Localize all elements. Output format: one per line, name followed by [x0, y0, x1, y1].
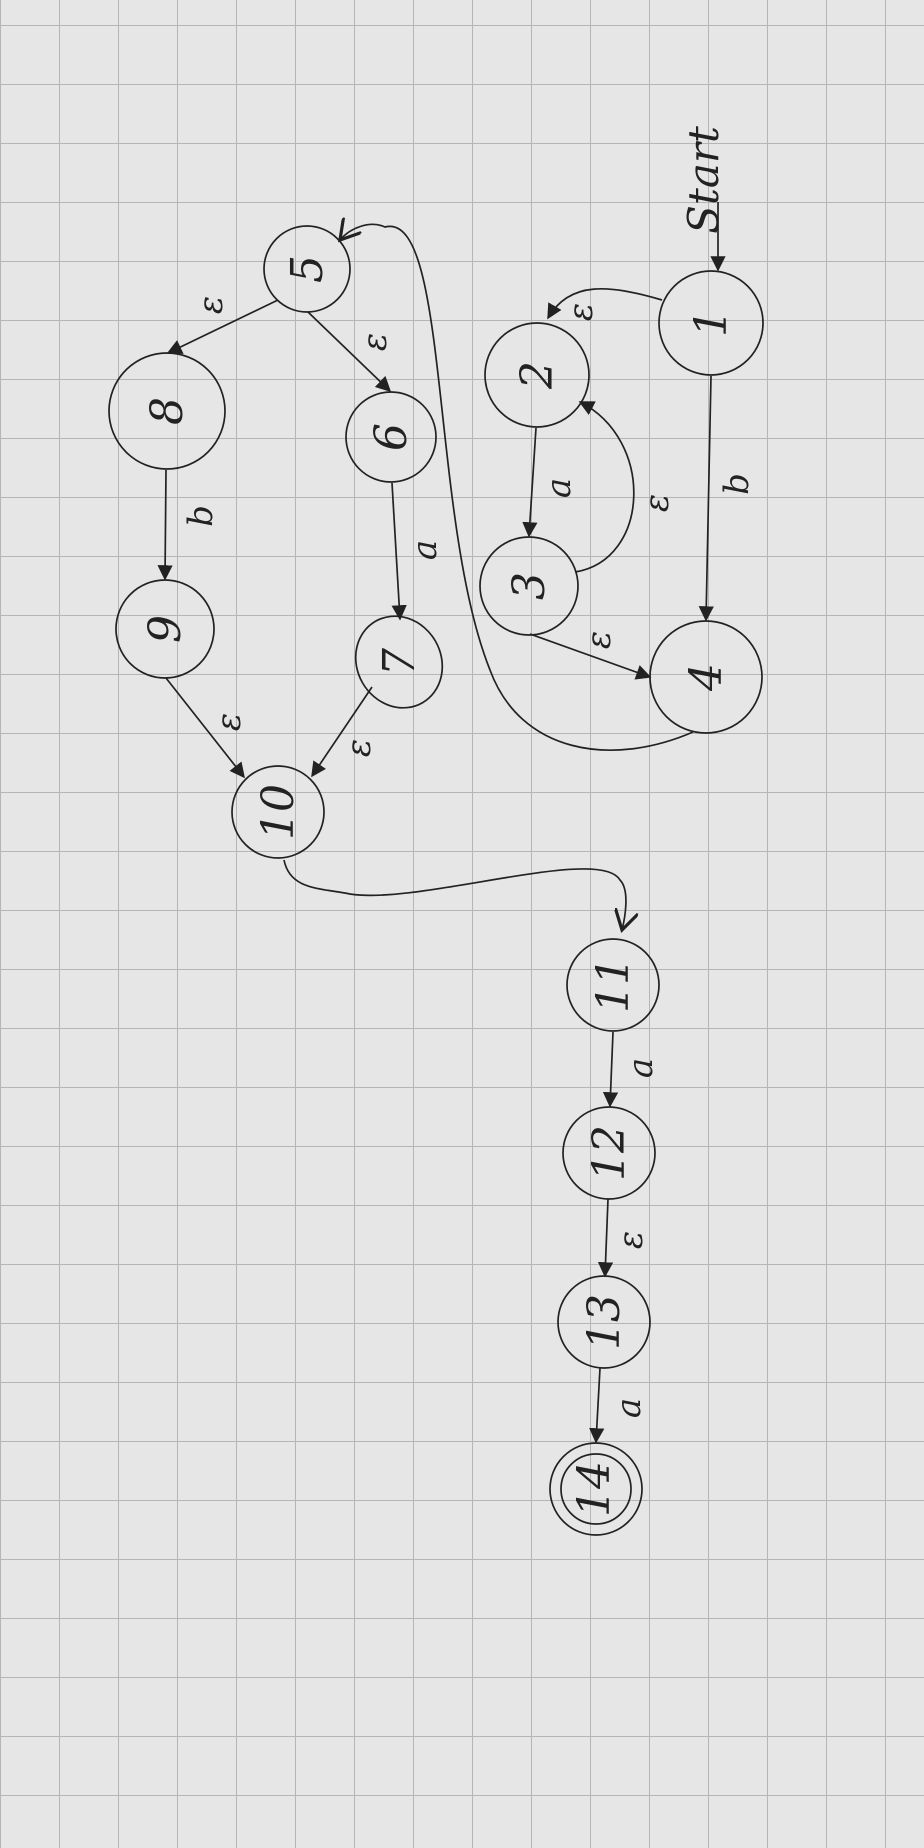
edge-label-2-3: a [539, 478, 579, 498]
state-node-10: 10 [231, 765, 325, 859]
state-node-11: 11 [566, 938, 660, 1032]
edge-1-2 [547, 287, 663, 320]
state-node-14-accepting: 14 [549, 1442, 643, 1536]
state-label-1: 1 [686, 309, 737, 337]
edge-label-5-8: ε [191, 296, 231, 314]
edge-8-9 [157, 469, 173, 581]
state-label-13: 13 [579, 1294, 630, 1350]
edge-2-3 [522, 427, 538, 538]
edge-label-11-12: a [621, 1058, 661, 1078]
edge-10-11 [283, 859, 626, 930]
state-label-14: 14 [569, 1461, 620, 1517]
state-node-7: 7 [354, 615, 444, 709]
edge-label-6-7: a [405, 540, 445, 560]
edge-6-7 [391, 482, 407, 621]
state-label-4: 4 [681, 663, 732, 692]
edge-4-5 [340, 224, 694, 751]
state-node-4: 4 [649, 620, 763, 734]
state-node-5: 5 [263, 225, 351, 313]
state-label-12: 12 [584, 1125, 635, 1181]
edge-label-5-6: ε [355, 333, 395, 351]
edge-label-9-10: ε [209, 713, 249, 731]
state-label-2: 2 [512, 361, 563, 390]
edge-label-3-2: ε [637, 494, 677, 512]
edge-label-7-10: ε [339, 739, 379, 757]
state-node-6: 6 [345, 391, 437, 483]
state-label-10: 10 [253, 784, 304, 840]
edge-12-13 [597, 1198, 614, 1278]
edge-5-6 [307, 311, 392, 393]
edge-label-3-4: ε [579, 631, 619, 649]
state-label-9: 9 [140, 615, 191, 643]
state-label-5: 5 [282, 255, 333, 283]
edge-label-1-2: ε [561, 303, 601, 321]
edge-label-1-4: b [717, 473, 757, 495]
state-label-6: 6 [366, 423, 417, 451]
edge-3-2 [574, 401, 635, 573]
edge-13-14 [589, 1367, 605, 1444]
edge-label-12-13: ε [611, 1231, 651, 1249]
edge-7-10 [311, 686, 373, 778]
state-label-11: 11 [588, 957, 639, 1013]
edge-1-4 [698, 375, 714, 622]
state-node-9: 9 [115, 579, 215, 679]
state-node-2: 2 [484, 322, 590, 428]
state-node-12: 12 [562, 1106, 656, 1200]
edge-5-8 [166, 299, 279, 354]
state-node-1: 1 [658, 270, 764, 376]
edge-label-8-9: b [181, 505, 221, 527]
state-node-8: 8 [108, 352, 226, 470]
state-node-13: 13 [557, 1275, 651, 1369]
state-label-8: 8 [142, 397, 193, 425]
edge-9-10 [165, 677, 245, 779]
state-label-7: 7 [374, 648, 425, 676]
edge-3-4 [529, 633, 652, 680]
edge-11-12 [602, 1031, 619, 1108]
state-node-3: 3 [479, 536, 579, 636]
edge-label-13-14: a [609, 1398, 649, 1418]
start-label: Start [679, 126, 728, 234]
state-label-3: 3 [504, 572, 555, 600]
